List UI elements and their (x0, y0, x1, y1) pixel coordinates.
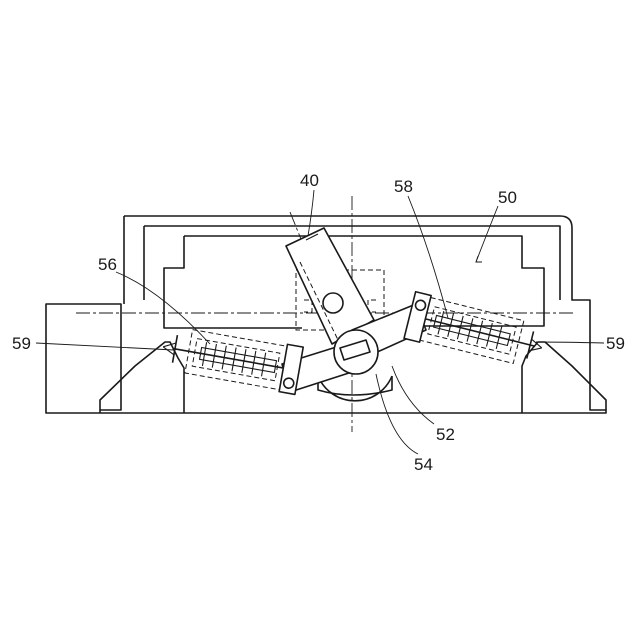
ref-label-50: 50 (498, 188, 517, 207)
ref-label-59-left: 59 (12, 334, 31, 353)
ref-label-59-right: 59 (606, 334, 625, 353)
ref-label-54: 54 (414, 455, 433, 474)
ref-label-58: 58 (394, 177, 413, 196)
ref-label-56: 56 (98, 255, 117, 274)
pivot-54 (334, 330, 378, 374)
ref-label-52: 52 (436, 425, 455, 444)
ref-label-40: 40 (300, 171, 319, 190)
spring-assembly-56 (159, 323, 303, 394)
spring-assembly-58 (404, 292, 548, 371)
